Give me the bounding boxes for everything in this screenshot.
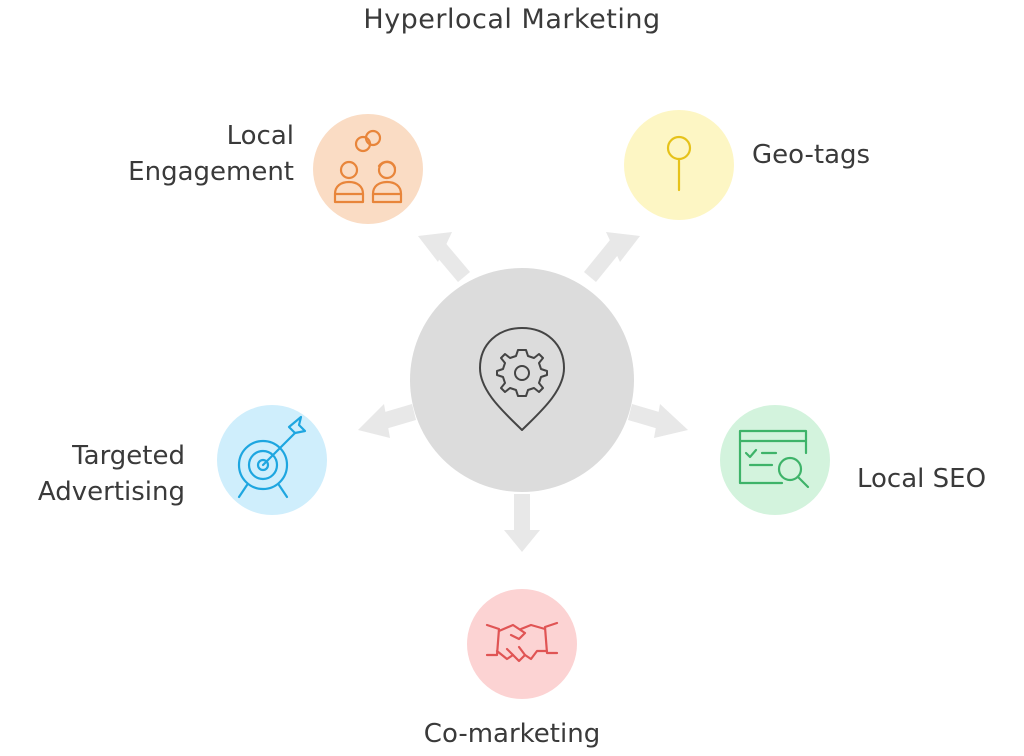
arrow-to-local-seo: [628, 404, 688, 438]
label-local-seo: Local SEO: [857, 464, 987, 494]
people-rings-icon: [333, 129, 403, 204]
node-local-engagement: [313, 114, 423, 224]
handshake-icon: [485, 621, 559, 663]
map-pin-icon: [666, 135, 692, 192]
arrow-to-geo-tags: [584, 232, 640, 282]
gear-location-pin-icon: [479, 327, 565, 431]
label-local-engagement-line1: Local: [226, 121, 294, 151]
label-local-engagement: Local Engagement: [104, 118, 294, 190]
arrow-to-targeted-advertising: [358, 404, 416, 438]
label-targeted-advertising: Targeted Advertising: [10, 438, 185, 510]
central-hub: [410, 268, 634, 492]
node-geo-tags: [624, 110, 734, 220]
arrow-to-co-marketing: [504, 494, 540, 552]
node-co-marketing: [467, 589, 577, 699]
label-geo-tags: Geo-tags: [752, 140, 871, 170]
label-targeted-advertising-line1: Targeted: [72, 441, 185, 471]
arrow-to-local-engagement: [418, 232, 470, 282]
node-targeted-advertising: [217, 405, 327, 515]
node-local-seo: [720, 405, 830, 515]
label-targeted-advertising-line2: Advertising: [37, 477, 185, 507]
diagram-title: Hyperlocal Marketing: [363, 4, 661, 35]
label-local-engagement-line2: Engagement: [128, 157, 294, 187]
label-co-marketing: Co-marketing: [423, 719, 601, 749]
browser-search-icon: [738, 429, 810, 489]
target-arrow-icon: [237, 415, 307, 499]
